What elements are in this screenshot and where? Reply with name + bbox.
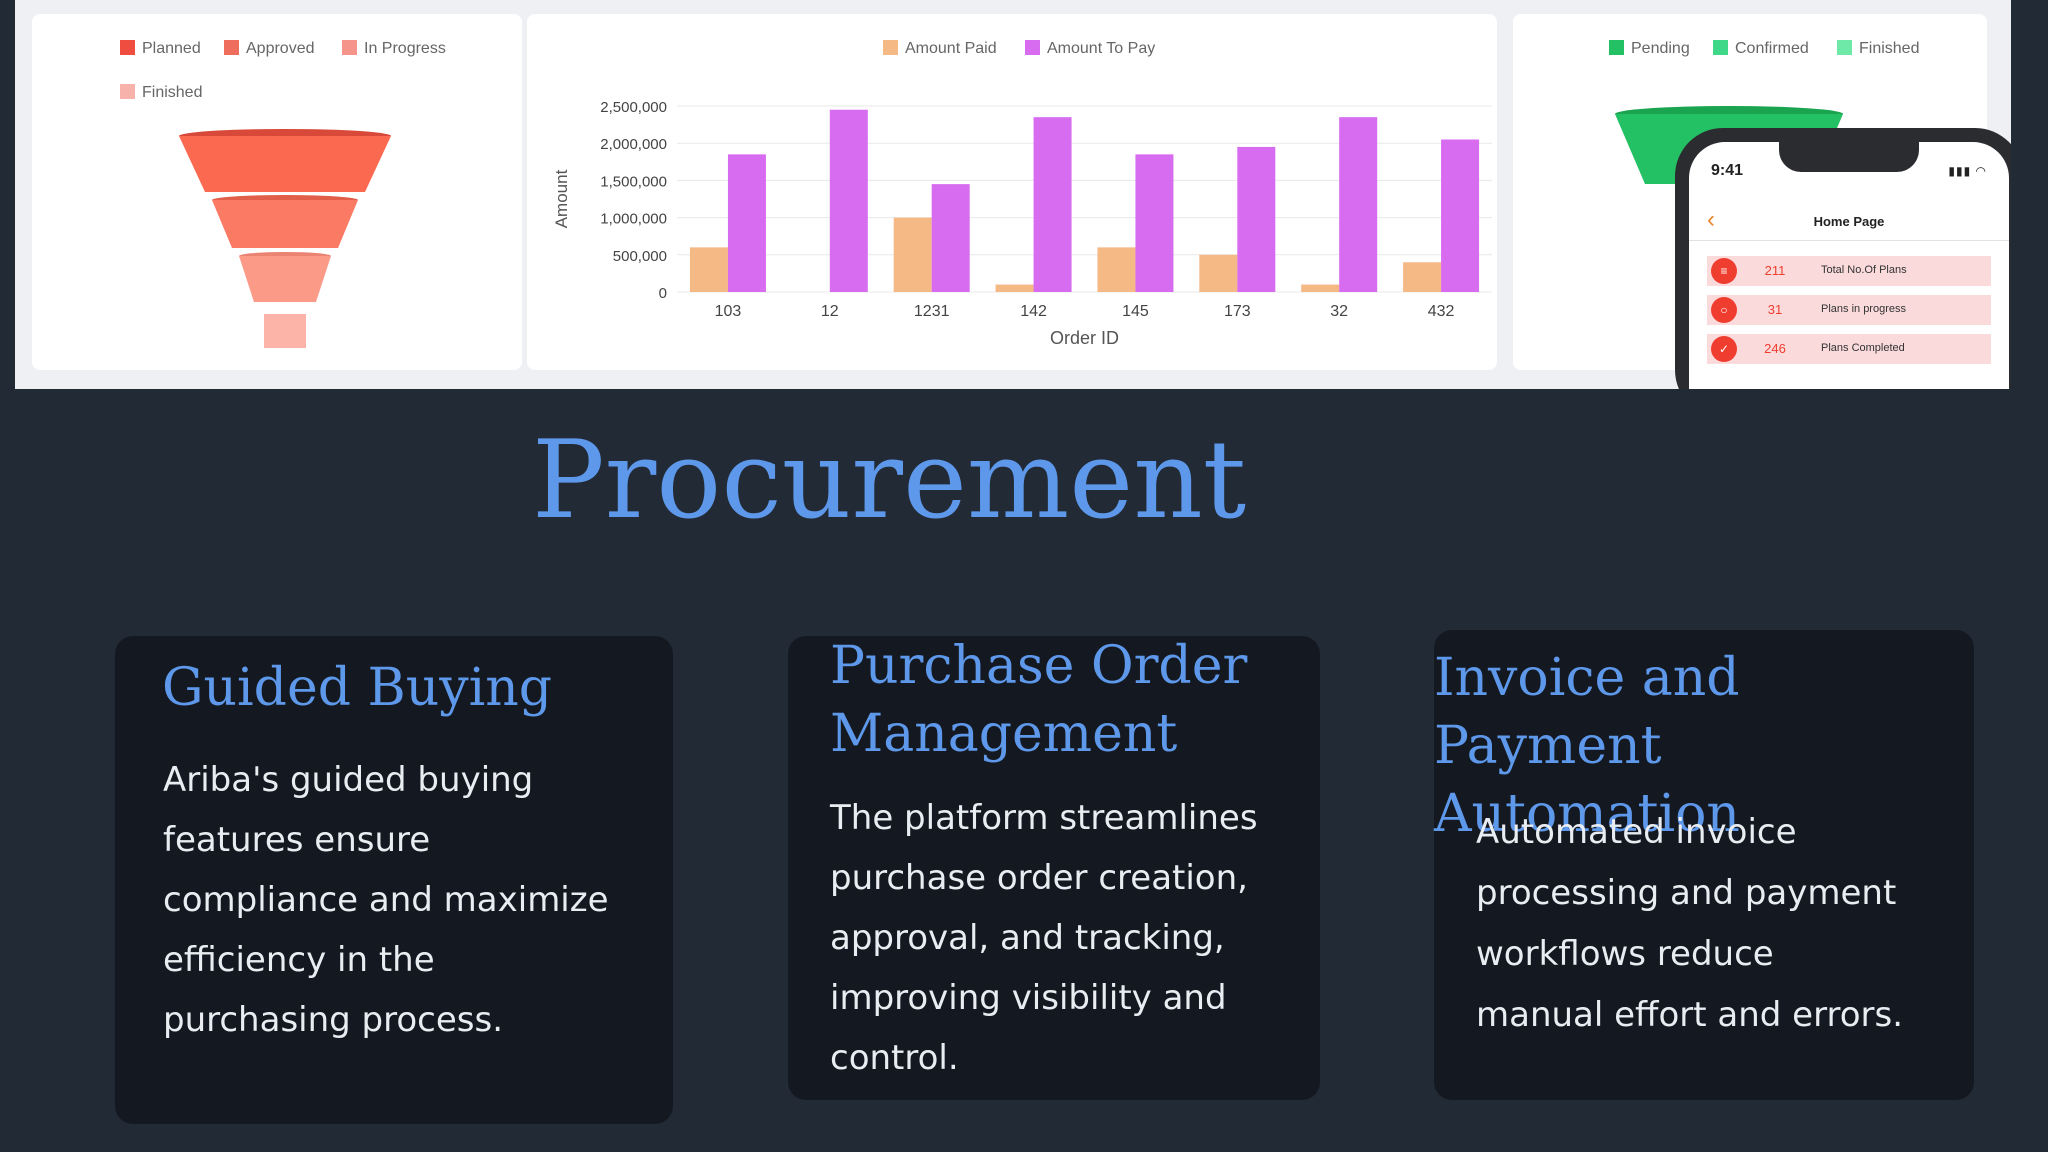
feature-card-invoice-payment: Invoice and Payment Automation Automated… [1434,630,1974,1100]
bar-amount-paid [893,217,932,292]
phone-stat-row[interactable]: ✓ 246 Plans Completed [1707,334,1991,364]
y-tick-label: 500,000 [613,248,667,265]
y-tick-label: 1,500,000 [600,173,667,190]
card-title: Purchase Order Management [830,636,1248,764]
bar-amount-to-pay [1135,154,1174,292]
phone-stat-label: Total No.Of Plans [1821,264,1907,276]
x-tick-label: 103 [715,303,742,320]
legend-amount-paid: Amount Paid [883,40,997,58]
dashboard-screenshot-strip: Planned Approved In Progress Finished Am… [15,0,2011,389]
funnel-legend-finished: Finished [120,84,202,102]
bar-amount-paid [1301,284,1340,292]
funnel-legend-planned: Planned [120,40,201,58]
bar-amount-to-pay [931,184,970,292]
bar-chart-panel: Amount Paid Amount To Pay 0 500,000 1,000,… [527,14,1497,370]
funnel-stage-approved [212,200,358,248]
x-tick-label: 1231 [914,303,950,320]
x-tick-label: 12 [821,303,839,320]
phone-stat-label: Plans Completed [1821,342,1905,354]
bar-amount-paid [995,284,1034,292]
y-tick-label: 2,000,000 [600,136,667,153]
legend-finished: Finished [1837,40,1919,58]
legend-pending: Pending [1609,40,1690,58]
phone-mockup: 9:41 ▮▮▮ ◠ ‹ Home Page ≡ 211 Total No.Of… [1675,128,2011,389]
list-icon: ≡ [1711,258,1737,284]
signal-wifi-icon: ▮▮▮ ◠ [1948,164,1987,178]
phone-header: ‹ Home Page [1689,204,2009,241]
check-icon: ✓ [1711,336,1737,362]
funnel-graphic [179,129,391,348]
card-title: Guided Buying [162,658,553,718]
card-description: Automated invoice processing and payment… [1476,812,1904,1035]
x-tick-label: 432 [1428,303,1455,320]
bar-amount-paid [1097,247,1136,292]
funnel-legend-in-progress: In Progress [342,40,446,58]
x-tick-label: 145 [1122,303,1149,320]
funnel-stage-planned [179,136,391,192]
x-tick-label: 142 [1020,303,1047,320]
feature-card-guided-buying: Guided Buying Ariba's guided buying feat… [115,636,673,1124]
card-title: Invoice and Payment Automation [1434,648,1740,844]
funnel-stage-in-progress [239,256,331,302]
phone-notch [1779,142,1919,172]
phone-stat-value: 31 [1767,302,1783,317]
y-tick-label: 1,000,000 [600,211,667,228]
phone-time: 9:41 [1711,162,1744,179]
feature-card-purchase-order: Purchase Order Management The platform s… [788,636,1320,1100]
bar-amount-paid [689,247,728,292]
phone-stat-value: 246 [1764,341,1786,356]
bar-chart: 0 500,000 1,000,000 1,500,000 2,000,000 2,500… [552,99,1492,348]
x-tick-label: 32 [1330,303,1348,320]
chevron-left-icon[interactable]: ‹ [1707,206,1715,233]
phone-stat-label: Plans in progress [1821,303,1906,315]
bar-amount-to-pay [829,109,868,292]
bar-amount-to-pay [1441,139,1480,292]
x-axis-label: Order ID [1050,328,1119,348]
phone-stat-row[interactable]: ≡ 211 Total No.Of Plans [1707,256,1991,286]
card-description: The platform streamlines purchase order … [830,798,1258,1078]
funnel-stage-finished [264,314,306,348]
phone-page-title: Home Page [1813,214,1885,229]
bar-amount-to-pay [1237,146,1276,292]
x-tick-label: 173 [1224,303,1251,320]
bar-amount-to-pay [727,154,766,292]
card-description: Ariba's guided buying features ensure co… [163,760,609,1040]
y-axis-label: Amount [552,169,571,228]
phone-screen: 9:41 ▮▮▮ ◠ ‹ Home Page ≡ 211 Total No.Of… [1689,142,2009,389]
phone-stat-row[interactable]: ○ 31 Plans in progress [1707,295,1991,325]
legend-confirmed: Confirmed [1713,40,1809,58]
legend-amount-to-pay: Amount To Pay [1025,40,1155,58]
bar-amount-paid [1199,254,1238,292]
phone-stat-value: 211 [1764,263,1786,278]
y-tick-label: 0 [659,285,667,302]
page-title: Procurement [532,418,1247,543]
progress-icon: ○ [1711,297,1737,323]
bar-amount-to-pay [1339,117,1378,292]
bar-amount-to-pay [1033,117,1072,292]
y-tick-label: 2,500,000 [600,99,667,116]
funnel-chart-panel: Planned Approved In Progress Finished [32,14,522,370]
funnel-legend-approved: Approved [224,40,315,58]
bar-amount-paid [1403,262,1442,292]
